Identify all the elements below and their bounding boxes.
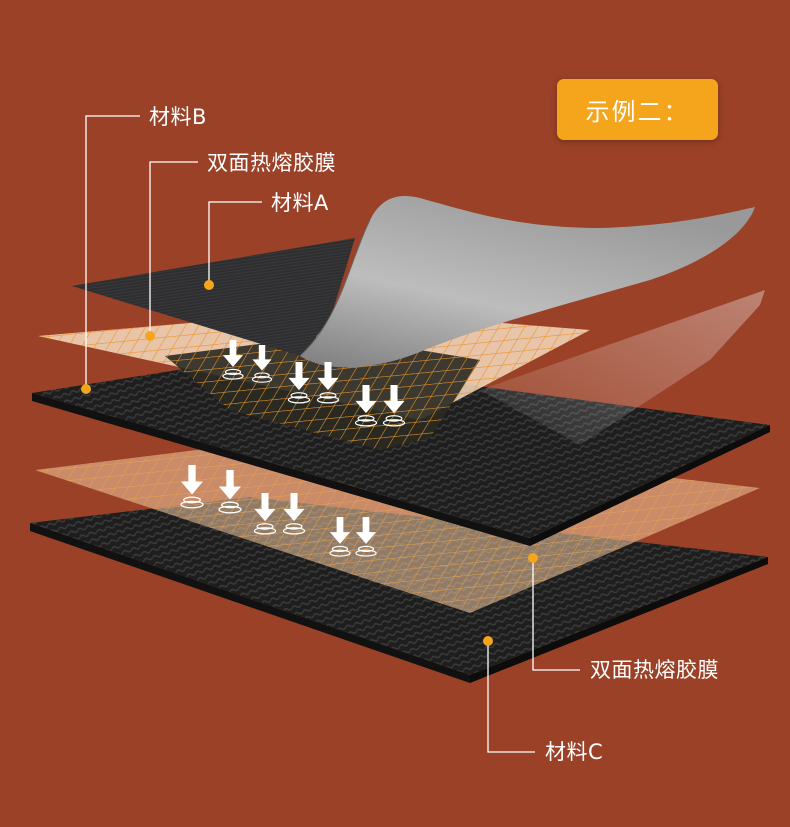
leader-film-top <box>149 161 198 335</box>
example-badge: 示例二： <box>557 79 718 140</box>
dot-film-top <box>145 331 155 341</box>
leader-material-b <box>85 115 140 388</box>
label-material-a: 材料A <box>271 191 329 215</box>
leader-material-a <box>208 201 262 285</box>
leader-material-c <box>487 641 535 753</box>
dot-material-c <box>483 636 493 646</box>
label-film-bottom: 双面热熔胶膜 <box>590 658 719 682</box>
example-badge-text: 示例二： <box>585 98 690 126</box>
transparent-sheet <box>480 290 765 445</box>
material-a-sheet <box>72 196 755 368</box>
leader-film-bottom <box>532 558 580 671</box>
dot-material-b <box>81 384 91 394</box>
dot-material-a <box>204 280 214 290</box>
dot-film-bottom <box>528 553 538 563</box>
label-material-c: 材料C <box>545 740 604 764</box>
label-material-b: 材料B <box>149 105 207 129</box>
callout-dots <box>81 280 538 646</box>
label-film-top: 双面热熔胶膜 <box>207 151 336 175</box>
leader-lines <box>85 115 580 753</box>
